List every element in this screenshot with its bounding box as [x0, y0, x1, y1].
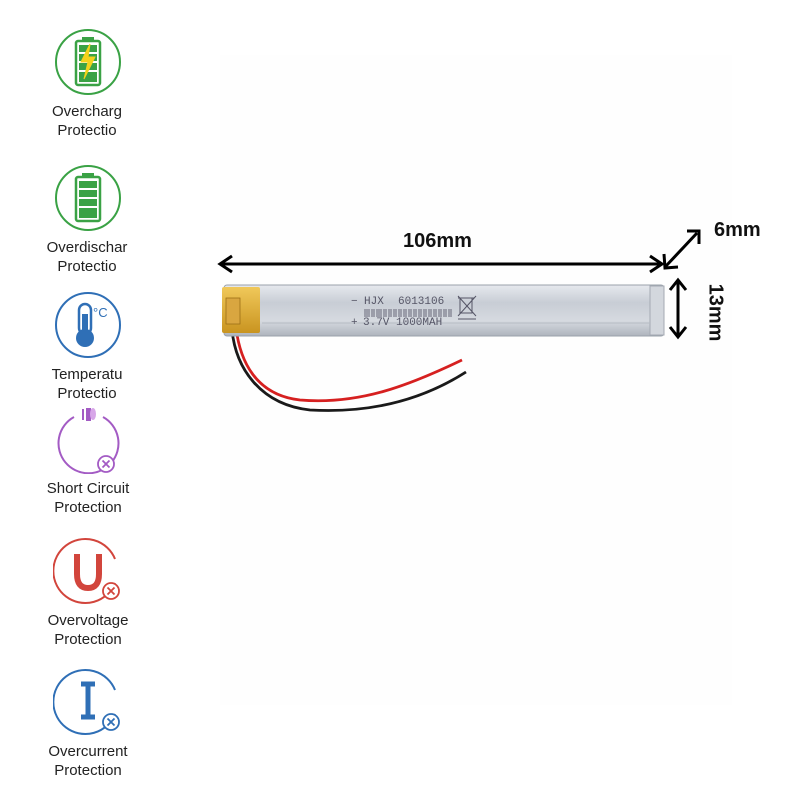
feature-label-line1: Overcurrent [48, 743, 128, 760]
feature-label-line1: Temperatu [51, 366, 123, 383]
feature-label: Short Circuit Protection [30, 480, 146, 517]
overdischarge-battery-icon [55, 165, 121, 231]
feature-label: Overcurrent Protection [30, 743, 146, 780]
feature-label: Temperatu Protectio [39, 366, 135, 403]
battery-label-plus: + [351, 317, 358, 329]
feature-overcharge: Overcharg Protectio [30, 27, 146, 140]
feature-overcurrent: Overcurrent Protection [30, 667, 146, 780]
length-dimension-arrow [217, 254, 665, 274]
overvoltage-u-icon [53, 538, 120, 604]
battery-label-model: 6013106 [398, 296, 444, 308]
feature-list: Overcharg Protectio Overdischar Protecti… [0, 0, 175, 800]
length-dimension-label: 106mm [403, 230, 472, 252]
overcharge-battery-icon [55, 29, 121, 95]
feature-label-line1: Overvoltage [47, 612, 129, 629]
battery-printed-label: − HJX 6013106 + 3.7V 1000MAH [351, 296, 444, 329]
temperature-thermometer-icon: °C [55, 292, 121, 358]
feature-label: Overcharg Protectio [39, 103, 135, 140]
feature-label-line2: Protection [54, 630, 122, 648]
feature-label-line2: Protectio [57, 257, 117, 275]
width-dimension-arrow [662, 229, 701, 270]
width-dimension-label: 6mm [714, 219, 761, 241]
feature-overdischarge: Overdischar Protectio [30, 163, 146, 276]
product-photo-background [220, 55, 732, 705]
feature-overvoltage: Overvoltage Protection [30, 536, 146, 649]
feature-label: Overvoltage Protection [30, 612, 146, 649]
battery-lead-wires [230, 327, 467, 412]
feature-label-line2: Protectio [57, 121, 117, 139]
feature-label-line2: Protectio [57, 384, 117, 402]
battery-body [222, 284, 665, 337]
feature-temperature: °C Temperatu Protectio [30, 290, 146, 403]
feature-short-circuit: Short Circuit Protection [30, 404, 146, 517]
short-circuit-icon [57, 408, 120, 474]
feature-label-line2: Protection [54, 761, 122, 779]
temperature-unit-symbol: °C [93, 305, 108, 320]
feature-label: Overdischar Protectio [39, 239, 135, 276]
feature-label-line1: Overcharg [51, 103, 123, 120]
battery-label-brand: HJX [364, 296, 384, 308]
feature-label-line1: Short Circuit [46, 480, 130, 497]
feature-label-line2: Protection [54, 498, 122, 516]
overcurrent-i-icon [53, 669, 120, 735]
height-dimension-arrow [668, 277, 688, 340]
battery-barcode [364, 309, 452, 317]
recycle-bin-icon [457, 295, 477, 320]
feature-label-line1: Overdischar [46, 239, 128, 256]
battery-label-minus: − [351, 296, 358, 308]
battery-label-spec: 3.7V 1000MAH [363, 317, 442, 329]
height-dimension-label: 13mm [704, 283, 727, 342]
